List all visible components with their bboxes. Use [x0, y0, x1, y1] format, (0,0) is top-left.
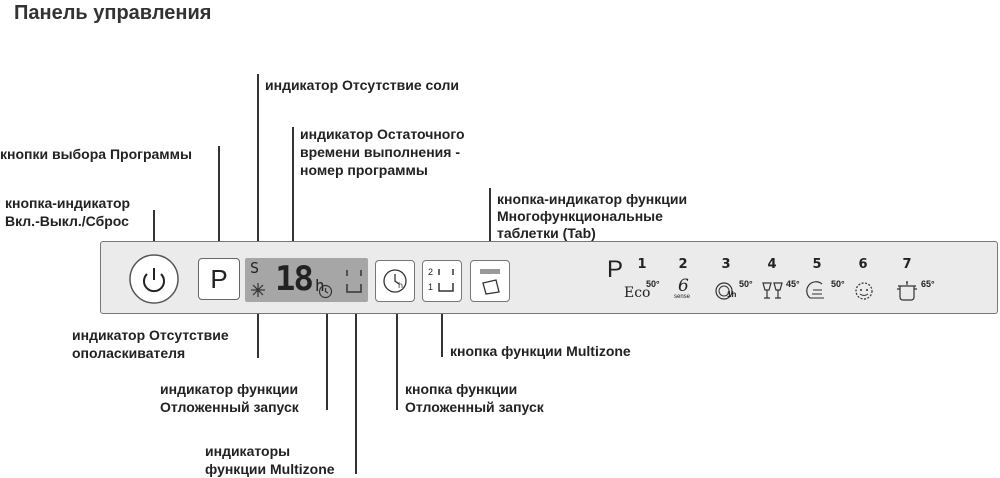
label-program-buttons: кнопки выбора Программы: [0, 146, 192, 162]
multizone-label-top: 2: [428, 267, 434, 277]
label-remaining-3: номер программы: [300, 162, 428, 178]
svg-text:6: 6: [678, 276, 689, 294]
label-delay-indicator-2: Отложенный запуск: [160, 399, 299, 415]
salt-indicator: S: [250, 259, 260, 277]
leader-delay-indicator: [326, 302, 328, 410]
label-tab-3: таблетки (Tab): [497, 225, 596, 241]
tablet-icon: [482, 279, 500, 295]
multizone-button[interactable]: 2 1: [422, 260, 462, 302]
program-4-glasses-icon: [762, 282, 783, 299]
page-title: Панель управления: [14, 2, 212, 24]
program-number-5: 5: [812, 257, 822, 272]
leader-rinse: [257, 300, 259, 358]
remaining-time-digits: 18: [275, 259, 314, 299]
leader-multizone-button: [441, 302, 443, 357]
label-tab-2: Многофункциональные: [497, 208, 663, 224]
program-number-4: 4: [767, 257, 777, 272]
program-4-temp: 45°: [786, 279, 800, 289]
program-7-temp: 65°: [921, 279, 935, 289]
leader-salt: [257, 74, 259, 258]
leader-delay-button: [396, 302, 398, 410]
tab-button[interactable]: [470, 260, 510, 302]
power-button[interactable]: [128, 253, 180, 305]
leader-multizone-indicators: [355, 302, 357, 474]
leader-remaining: [292, 127, 294, 258]
label-delay-indicator-1: индикатор функции: [160, 381, 299, 397]
leader-tab: [489, 188, 491, 258]
program-number-2: 2: [678, 257, 688, 272]
tab-led: [480, 269, 500, 274]
program-number-7: 7: [902, 257, 912, 272]
multizone-basket-icon: [438, 269, 454, 292]
label-power-2: Вкл.-Выкл./Сброс: [5, 213, 129, 229]
label-power-1: кнопка-индикатор: [5, 195, 131, 211]
label-rinse-1: индикатор Отсутствие: [72, 327, 229, 343]
label-multizone-button: кнопка функции Multizone: [450, 343, 631, 359]
label-tab-1: кнопка-индикатор функции: [497, 191, 688, 207]
program-3-temp: 50°: [739, 279, 753, 289]
power-icon: [143, 268, 165, 293]
program-2-sense-label: sense: [674, 294, 691, 300]
multizone-indicators-icon: [346, 270, 362, 293]
program-3-quick-icon: [715, 282, 733, 300]
display-window: [245, 258, 368, 302]
program-2-sense-icon: 6: [678, 276, 689, 294]
label-rinse-2: ополаскивателя: [72, 345, 186, 361]
leader-power: [153, 210, 155, 256]
program-number-3: 3: [721, 257, 731, 272]
display-hour-symbol: h: [315, 276, 325, 295]
leader-program: [218, 146, 220, 258]
program-3-duration: 1h: [727, 290, 737, 299]
program-number-6: 6: [858, 257, 868, 272]
delay-indicator-icon: [318, 284, 333, 299]
program-5-plates-icon: [806, 281, 824, 299]
rinse-aid-indicator-icon: [251, 283, 265, 297]
label-salt: индикатор Отсутствие соли: [265, 77, 460, 93]
label-remaining-1: индикатор Остаточного: [300, 126, 465, 142]
program-5-temp: 50°: [831, 279, 845, 289]
svg-text:h: h: [398, 281, 403, 290]
programs-header: P: [607, 256, 624, 283]
program-1-temp: 50°: [646, 279, 660, 289]
label-delay-button-2: Отложенный запуск: [405, 399, 544, 415]
program-button[interactable]: P: [198, 258, 240, 300]
label-delay-button-1: кнопка функции: [405, 381, 518, 397]
program-7-pot-icon: [897, 281, 917, 301]
delay-start-button[interactable]: h: [375, 260, 415, 302]
program-6-soak-icon: [855, 282, 873, 300]
multizone-label-bottom: 1: [428, 282, 434, 292]
label-multizone-indicators-1: индикаторы: [205, 443, 291, 459]
program-number-1: 1: [637, 257, 647, 272]
label-remaining-2: времени выполнения -: [300, 144, 460, 160]
program-1-eco-label: Eco: [624, 285, 651, 301]
delay-clock-icon: h: [383, 269, 407, 293]
label-multizone-indicators-2: функции Multizone: [205, 461, 335, 477]
